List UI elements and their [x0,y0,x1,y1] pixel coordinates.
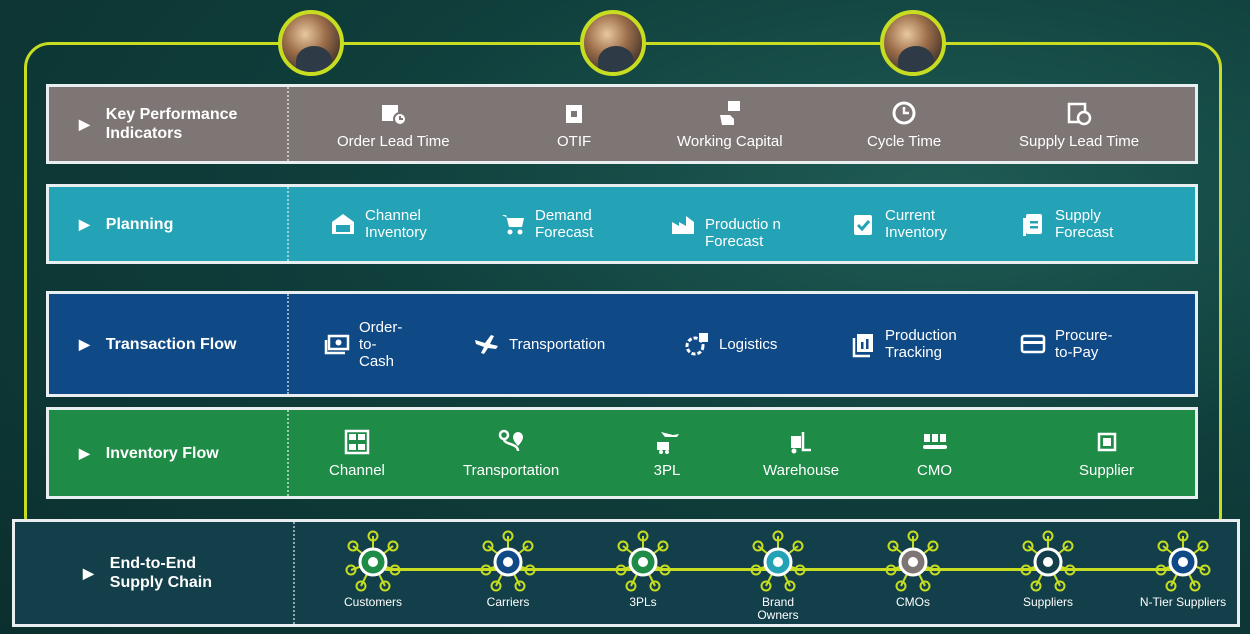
plane-bus-icon [473,330,501,358]
end-to-end-header[interactable]: ▶ End-to-End Supply Chain [15,522,295,624]
inventory-item-channel[interactable]: Channel [329,410,385,496]
transaction-item-logistics[interactable]: Logistics [683,294,813,394]
supply-chain-node[interactable]: N-Tier Suppliers [1133,530,1233,609]
inventory-item-3pl[interactable]: 3PL [653,410,681,496]
factory-icon [669,210,697,238]
supply-chain-node[interactable]: Brand Owners [728,530,828,622]
supply-chain-node[interactable]: Customers [323,530,423,609]
network-hub-icon [1020,530,1076,592]
network-hub-icon [345,530,401,592]
calendar-clock-icon [1065,99,1093,127]
supply-chain-node-label: Suppliers [1022,595,1074,609]
planning-title: Planning [105,215,174,233]
person-avatar-3 [880,10,946,76]
planning-row: ▶ Planning Channel Inventory Demand Fore… [46,184,1198,264]
planning-item-channel-inventory[interactable]: Channel Inventory [329,187,459,261]
end-to-end-row: ▶ End-to-End Supply Chain Customers Carri… [12,519,1240,627]
route-pin-icon [497,428,525,456]
planning-item-current-inventory[interactable]: Current Inventory [849,187,979,261]
clipboard-check-icon [849,210,877,238]
inventory-item-transportation[interactable]: Transportation [463,410,559,496]
supply-chain-node[interactable]: 3PLs [593,530,693,609]
kpi-title: Key Performance Indicators [105,106,238,142]
inventory-item-cmo[interactable]: CMO [917,410,952,496]
box-icon [560,99,588,127]
transaction-flow-title: Transaction Flow [105,335,237,353]
kpi-item-working-capital[interactable]: Working Capital [677,87,783,161]
store-icon [329,210,357,238]
plane-truck-icon [653,428,681,456]
supply-chain-node[interactable]: Suppliers [998,530,1098,609]
network-hub-icon [1155,530,1211,592]
expand-triangle-icon: ▶ [79,444,90,461]
supply-chain-node[interactable]: CMOs [863,530,963,609]
kpi-item-otif[interactable]: OTIF [557,87,591,161]
inventory-flow-row: ▶ Inventory Flow Channel Transportation … [46,407,1198,499]
planning-header[interactable]: ▶ Planning [49,187,289,261]
supply-chain-node-label: N-Tier Suppliers [1139,595,1227,609]
forklift-icon [787,428,815,456]
planning-item-supply-forecast[interactable]: Supply Forecast [1019,187,1149,261]
kpi-row: ▶ Key Performance Indicators Order Lead … [46,84,1198,164]
transaction-item-transportation[interactable]: Transportation [473,294,663,394]
person-avatar-1 [278,10,344,76]
inventory-flow-title: Inventory Flow [105,444,219,462]
end-to-end-title: End-to-End Supply Chain [109,555,213,591]
inventory-item-supplier[interactable]: Supplier [1079,410,1134,496]
kpi-item-order-lead-time[interactable]: Order Lead Time [337,87,450,161]
cash-icon [323,330,351,358]
gear-box-icon [683,330,711,358]
kpi-item-supply-lead-time[interactable]: Supply Lead Time [1019,87,1139,161]
person-avatar-2 [580,10,646,76]
box-clock-icon [379,99,408,127]
cycle-clock-icon [890,99,918,127]
supply-chain-node-label: Brand Owners [757,595,799,622]
inventory-flow-header[interactable]: ▶ Inventory Flow [49,410,289,496]
conveyor-icon [921,428,949,456]
kpi-header[interactable]: ▶ Key Performance Indicators [49,87,289,161]
supply-chain-node-label: CMOs [896,595,930,609]
transaction-item-production-tracking[interactable]: Production Tracking [849,294,999,394]
expand-triangle-icon: ▶ [79,115,90,132]
network-hub-icon [480,530,536,592]
kpi-item-cycle-time[interactable]: Cycle Time [867,87,941,161]
transaction-item-order-to-cash[interactable]: Order- to- Cash [323,294,433,394]
network-hub-icon [885,530,941,592]
network-hub-icon [750,530,806,592]
credit-card-icon [1019,330,1047,358]
planning-item-production-forecast[interactable]: Productio n Forecast [669,187,799,261]
transaction-flow-header[interactable]: ▶ Transaction Flow [49,294,289,394]
inventory-item-warehouse[interactable]: Warehouse [763,410,839,496]
expand-triangle-icon: ▶ [83,564,94,581]
shelves-icon [343,428,371,456]
chart-tracking-icon [849,330,877,358]
expand-triangle-icon: ▶ [79,335,90,352]
supply-chain-node[interactable]: Carriers [458,530,558,609]
supply-chain-node-label: Carriers [486,595,530,609]
transaction-item-procure-to-pay[interactable]: Procure- to-Pay [1019,294,1149,394]
transaction-flow-row: ▶ Transaction Flow Order- to- Cash Trans… [46,291,1198,397]
planning-item-demand-forecast[interactable]: Demand Forecast [499,187,629,261]
clipboard-list-icon [1019,210,1047,238]
supply-chain-node-label: 3PLs [629,595,657,609]
hand-money-icon [716,99,744,127]
supply-chain-node-label: Customers [343,595,402,609]
network-hub-icon [615,530,671,592]
chip-icon [1093,428,1121,456]
expand-triangle-icon: ▶ [79,215,90,232]
cart-icon [499,210,527,238]
